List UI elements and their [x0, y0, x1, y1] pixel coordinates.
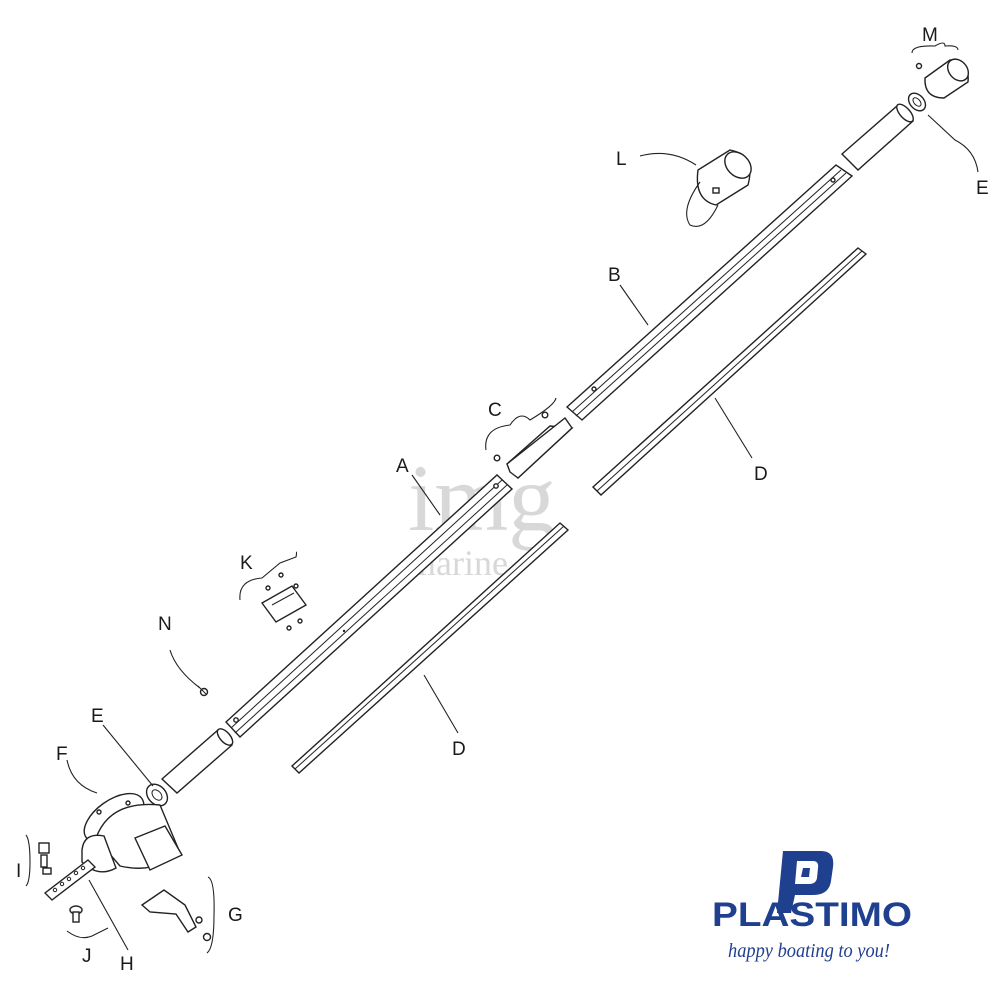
label-j: J	[82, 946, 92, 967]
label-h: H	[120, 954, 134, 975]
part-e-top-ring	[907, 92, 927, 112]
label-f: F	[56, 744, 68, 765]
part-lower-round-tube	[160, 728, 234, 794]
plastimo-logo: PLASTIMO happy boating to you!	[712, 851, 912, 962]
part-base-housing	[81, 803, 183, 873]
part-j-pivot-pin	[69, 905, 83, 923]
part-k-bracket	[260, 572, 308, 631]
part-b-upper-tube	[565, 164, 854, 421]
label-d-upper: D	[754, 464, 768, 485]
part-i-bolt	[38, 842, 52, 875]
part-labels: A B C D D E E F G H I J K L M N	[16, 25, 989, 975]
label-e-top: E	[976, 178, 989, 199]
part-n-screw	[197, 685, 209, 697]
part-d-upper-rail	[591, 247, 868, 496]
part-g-cam-arm	[140, 889, 212, 942]
label-m: M	[922, 25, 938, 46]
part-top-round-tube	[840, 103, 915, 171]
label-k: K	[240, 553, 253, 574]
part-e-lower-ring	[145, 783, 169, 807]
brand-name: PLASTIMO	[712, 896, 912, 934]
plastimo-p-icon	[777, 851, 834, 913]
label-i: I	[16, 861, 21, 882]
label-e-lower: E	[91, 706, 104, 727]
label-c: C	[488, 400, 502, 421]
leader-lines	[25, 42, 979, 954]
label-b: B	[608, 265, 621, 286]
part-h-lever-plate	[43, 859, 97, 901]
label-l: L	[616, 149, 627, 170]
part-l-shackle-cap	[686, 149, 752, 227]
label-a: A	[396, 456, 409, 477]
label-d-lower: D	[452, 739, 466, 760]
part-d-lower-rail	[290, 522, 570, 774]
part-m-top-cap	[915, 58, 970, 99]
brand-tagline: happy boating to you!	[728, 940, 890, 962]
part-c-joint-sleeve	[493, 411, 574, 480]
label-n: N	[158, 614, 172, 635]
label-g: G	[228, 905, 243, 926]
part-a-main-tube	[225, 474, 514, 738]
